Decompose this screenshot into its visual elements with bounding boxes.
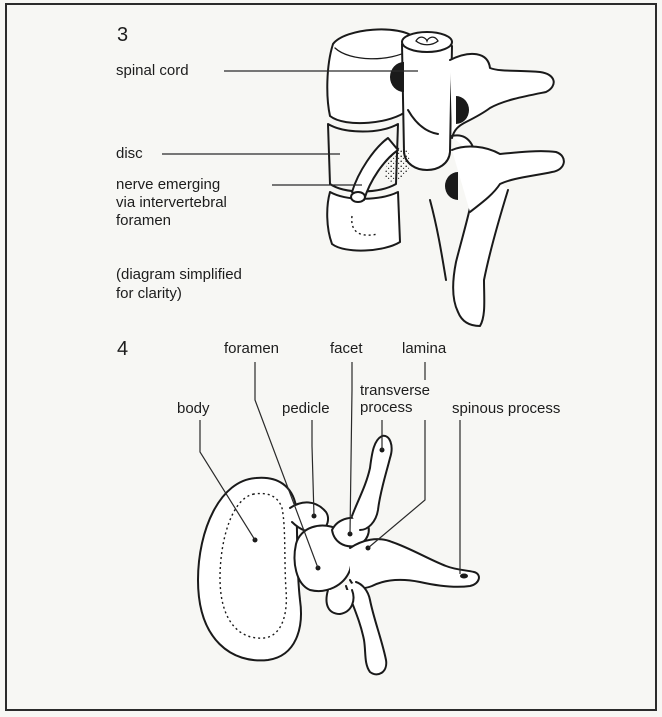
figure-4-drawing	[198, 436, 479, 675]
upper-posterior-elements	[450, 54, 554, 138]
facet-leader	[350, 362, 352, 534]
label-spinous-process: spinous process	[452, 400, 560, 418]
figure-3-drawing	[327, 29, 564, 326]
label-transverse-line-2: process	[360, 399, 413, 417]
lower-process	[430, 200, 446, 280]
vertebral-body-top	[198, 478, 301, 661]
upper-transverse-process	[352, 436, 392, 530]
label-transverse-line-1: transverse	[360, 382, 430, 400]
label-foramen: foramen	[224, 340, 279, 358]
lower-arch	[327, 590, 354, 614]
label-nerve-line-1: nerve emerging	[116, 176, 220, 194]
label-body: body	[177, 400, 210, 418]
label-nerve-line-3: foramen	[116, 212, 171, 230]
label-pedicle: pedicle	[282, 400, 330, 418]
label-lamina: lamina	[402, 340, 446, 358]
label-disc: disc	[116, 145, 143, 163]
figure-3-number: 3	[117, 24, 128, 46]
spinous-dot	[460, 574, 468, 579]
lower-foramen-mark	[445, 172, 458, 200]
pedicle-leader	[312, 420, 314, 516]
label-spinal-cord: spinal cord	[116, 62, 189, 80]
note-line-1: (diagram simplified	[116, 266, 242, 284]
figure-4-number: 4	[117, 338, 128, 360]
nerve-end	[351, 192, 365, 202]
label-nerve-line-2: via intervertebral	[116, 194, 227, 212]
label-facet: facet	[330, 340, 363, 358]
spinal-cord-shape	[402, 44, 452, 170]
lower-posterior-elements	[452, 147, 564, 212]
note-line-2: for clarity)	[116, 285, 182, 303]
